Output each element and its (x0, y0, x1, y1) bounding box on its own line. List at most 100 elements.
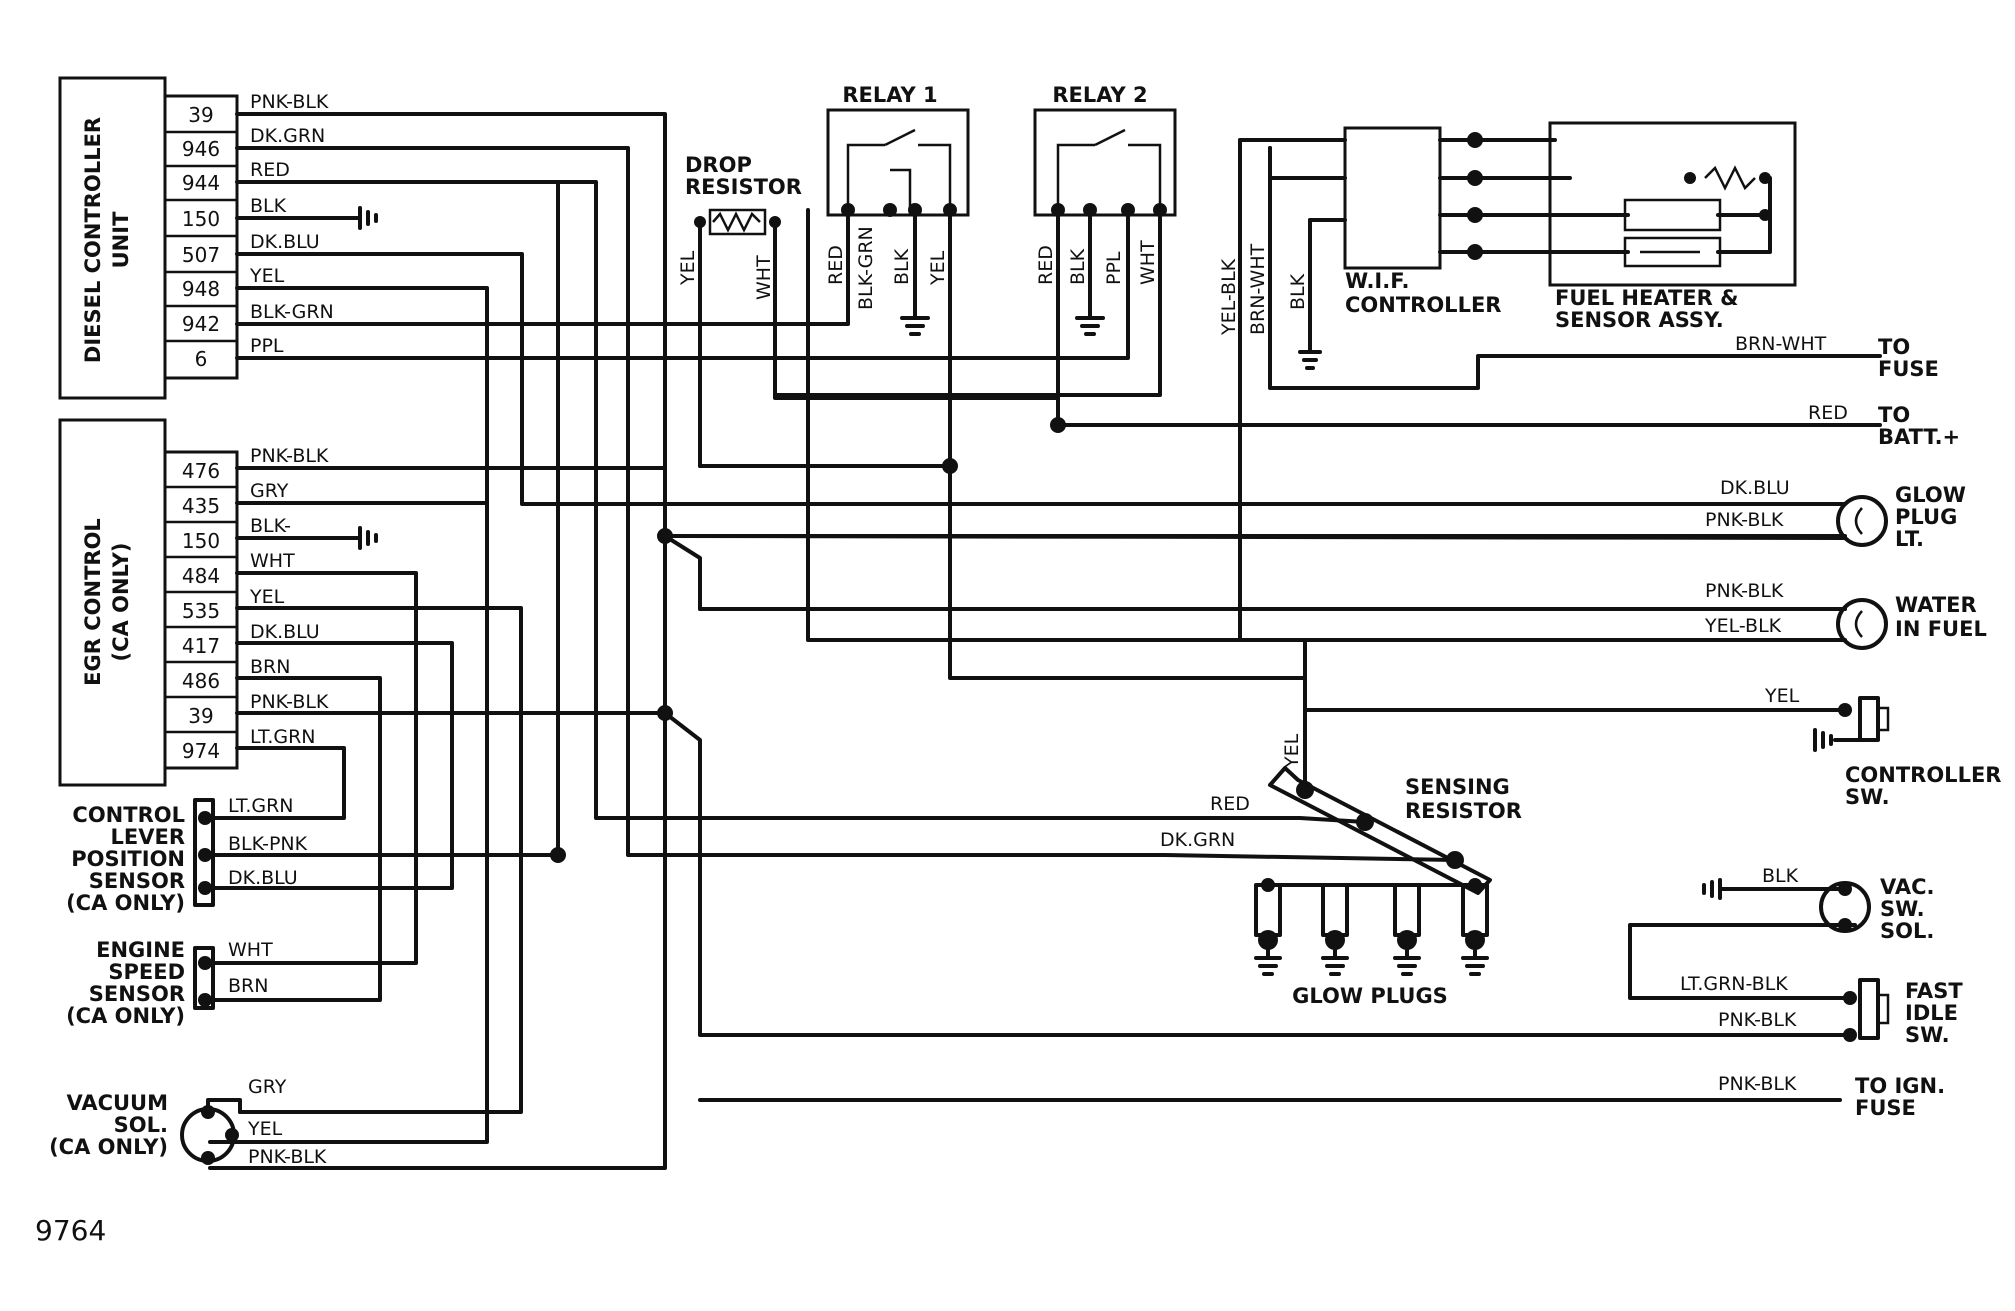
egr-wire-label: WHT (250, 550, 295, 572)
vac-sol-label: (CA ONLY) (49, 1135, 168, 1159)
ess-wire: BRN (228, 975, 268, 997)
junction-dot (1467, 244, 1483, 260)
egr-pin: 476 (182, 459, 220, 483)
control-lever-position-sensor: LT.GRN BLK-PNK DK.BLU CONTROL LEVER POSI… (66, 795, 308, 915)
ground-icon (358, 526, 378, 550)
fast-idle-sw-label: IDLE (1905, 1001, 1958, 1025)
ess-label: SPEED (108, 960, 185, 984)
wif-wire: BLK (1287, 273, 1309, 310)
relay-1-wire: YEL (927, 250, 949, 286)
sense-yel: YEL (1281, 733, 1303, 769)
glow-plug-lt-label: GLOW (1895, 483, 1966, 507)
glow-plug-icon (1321, 883, 1349, 976)
diesel-pin: 39 (188, 103, 213, 127)
glow-lt-wire: DK.BLU (1720, 477, 1790, 499)
glow-plug-light: DK.BLU PNK-BLK GLOW PLUG LT. (663, 477, 1966, 551)
ess-label: ENGINE (96, 938, 185, 962)
diesel-wire-label: PNK-BLK (250, 91, 329, 113)
to-ign-fuse: PNK-BLK TO IGN. FUSE (698, 1073, 1945, 1120)
junction-dot (550, 847, 566, 863)
drop-resistor-label: RESISTOR (685, 175, 802, 199)
junction-dot (1467, 132, 1483, 148)
junction-dot (942, 458, 958, 474)
relay-1-label: RELAY 1 (842, 83, 937, 107)
diesel-wire-label: BLK-GRN (250, 301, 334, 323)
vac-wire: GRY (248, 1076, 287, 1098)
egr-control-title: EGR CONTROL (81, 518, 105, 686)
egr-pin: 417 (182, 634, 220, 658)
diesel-pin: 948 (182, 277, 220, 301)
to-fuse-label: TO (1878, 335, 1910, 359)
controller-sw-label: CONTROLLER (1845, 763, 2001, 787)
junction-dot (1467, 207, 1483, 223)
relay-1: RELAY 1 RED BLK-GRN BLK YEL (825, 83, 970, 336)
sense-red: RED (1210, 793, 1250, 815)
controller-switch: YEL CONTROLLER SW. (1303, 685, 2001, 809)
egr-control-subtitle: (CA ONLY) (109, 543, 133, 662)
vac-wire: PNK-BLK (248, 1146, 327, 1168)
diesel-wire-label: BLK (250, 195, 287, 217)
diesel-pin: 942 (182, 312, 220, 336)
egr-wire-label: BRN (250, 656, 290, 678)
diesel-controller-subtitle: UNIT (109, 211, 133, 268)
water-in-fuel-light: PNK-BLK YEL-BLK WATER IN FUEL (698, 580, 1987, 650)
diesel-wire-label: RED (250, 159, 290, 181)
clps-label: (CA ONLY) (66, 891, 185, 915)
wif-wire: YEL-BLK (1218, 258, 1240, 336)
relay-2-wire: WHT (1137, 240, 1159, 285)
diesel-wire-label: PPL (250, 335, 284, 357)
glow-plug-lt-label: LT. (1895, 527, 1924, 551)
fast-idle-wire: PNK-BLK (1718, 1009, 1797, 1031)
diesel-controller-title: DIESEL CONTROLLER (81, 117, 105, 363)
water-in-fuel-label: IN FUEL (1895, 617, 1987, 641)
diesel-wire-label: YEL (249, 265, 285, 287)
vac-blk-wire: BLK (1762, 865, 1799, 887)
engine-speed-sensor: WHT BRN ENGINE SPEED SENSOR (CA ONLY) (66, 938, 273, 1028)
vac-wire: YEL (247, 1118, 283, 1140)
relay-1-wire: RED (825, 245, 847, 285)
diesel-pin: 946 (182, 137, 220, 161)
vacuum-solenoid: GRY YEL PNK-BLK VACUUM SOL. (CA ONLY) (49, 1076, 327, 1168)
wif-controller-label: CONTROLLER (1345, 293, 1501, 317)
sense-dkgrn: DK.GRN (1160, 829, 1235, 851)
relay-2-wire: PPL (1103, 251, 1125, 285)
glow-plugs-label: GLOW PLUGS (1292, 984, 1448, 1008)
diesel-pin: 6 (195, 347, 208, 371)
ess-label: SENSOR (89, 982, 185, 1006)
clps-wire: DK.BLU (228, 867, 298, 889)
diesel-pin: 150 (182, 207, 220, 231)
ground-icon (1298, 350, 1322, 370)
to-batt-label: TO (1878, 403, 1910, 427)
fuel-heater-sensor-assy: FUEL HEATER & SENSOR ASSY. (1548, 121, 1797, 332)
egr-wire-label: GRY (250, 480, 289, 502)
fast-idle-sw-label: FAST (1905, 979, 1963, 1003)
wif-lt-wire: YEL-BLK (1704, 615, 1782, 637)
egr-pin: 484 (182, 564, 220, 588)
sensing-resistor-label: RESISTOR (1405, 799, 1522, 823)
diesel-pin: 944 (182, 171, 220, 195)
glow-lt-wire: PNK-BLK (1705, 509, 1784, 531)
vac-sw-sol-label: VAC. (1880, 875, 1934, 899)
clps-label: LEVER (111, 825, 186, 849)
egr-pin: 435 (182, 494, 220, 518)
egr-wire-label: DK.BLU (250, 621, 320, 643)
egr-control-unit: EGR CONTROL (CA ONLY) 476 435 150 484 53… (58, 418, 329, 787)
diesel-pin: 507 (182, 243, 220, 267)
ess-label: (CA ONLY) (66, 1004, 185, 1028)
diesel-controller-unit: DIESEL CONTROLLER UNIT 39 946 944 150 50… (58, 76, 334, 400)
clps-wire: BLK-PNK (228, 833, 308, 855)
vac-sw-sol-label: SOL. (1880, 919, 1934, 943)
relay-2: RELAY 2 RED BLK PPL WHT (773, 83, 1177, 397)
ctrl-sw-wire: YEL (1764, 685, 1800, 707)
drop-resistor: DROP RESISTOR YEL WHT (677, 153, 802, 300)
wif-controller-label: W.I.F. (1345, 269, 1409, 293)
glow-plug-icon (1254, 883, 1282, 976)
drop-resistor-label: DROP (685, 153, 752, 177)
wif-controller: W.I.F. CONTROLLER YEL-BLK BRN-WHT BLK (1218, 126, 1501, 336)
egr-wire-label: YEL (249, 586, 285, 608)
to-batt-label: BATT.+ (1878, 425, 1960, 449)
clps-label: CONTROL (72, 803, 185, 827)
relay-1-wire: BLK-GRN (855, 226, 877, 310)
glow-plugs: GLOW PLUGS (1254, 878, 1489, 1008)
diesel-wire-label: DK.GRN (250, 125, 325, 147)
